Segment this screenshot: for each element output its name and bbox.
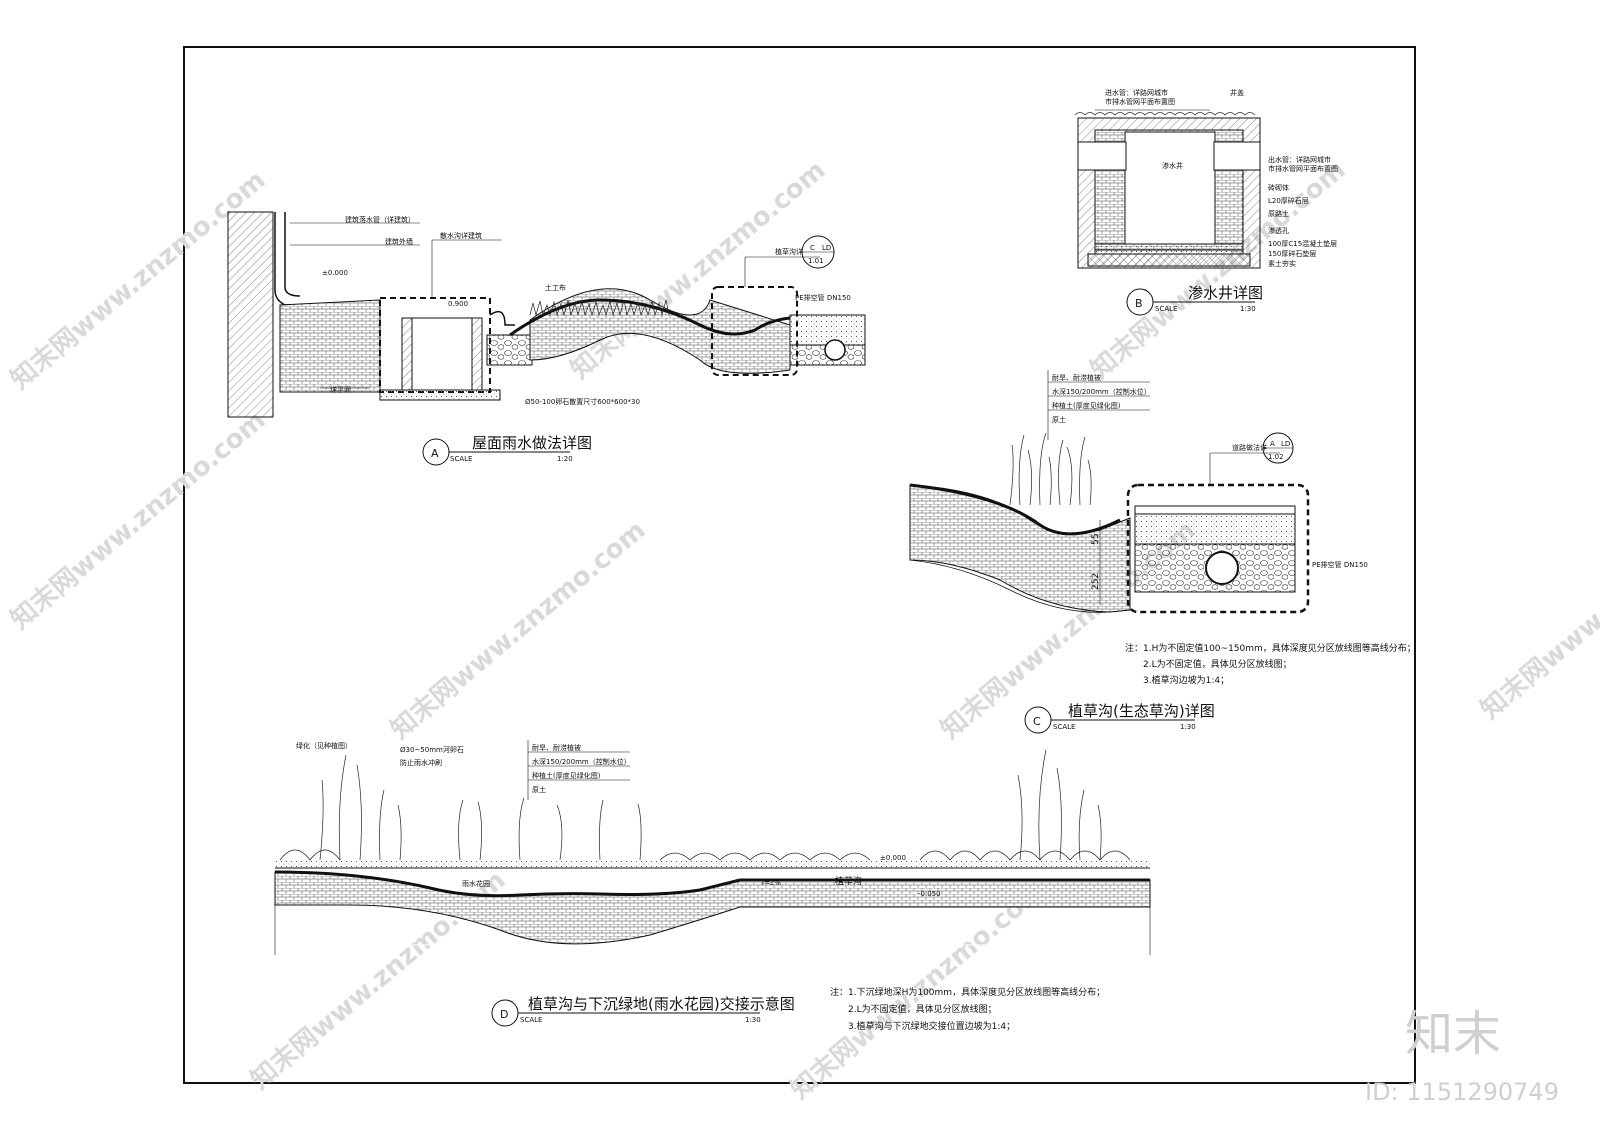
detail-c: 55 252 耐旱、耐涝植被 水深150/200mm（控制水位） 种植土(厚度见… xyxy=(909,370,1416,734)
label-swale-ref: 植草沟详 xyxy=(775,247,803,256)
label-pipe: PE排空管 DN150 xyxy=(1312,560,1368,569)
label-cover: 井盖 xyxy=(1230,88,1244,97)
note-line: 2.L为不固定值，具体见分区放线图； xyxy=(848,1003,997,1015)
label-outlet2: 市排水管网平面布置图 xyxy=(1268,164,1338,173)
label-layer: 砖砌体 xyxy=(1268,183,1289,192)
layer-label: 水深150/200mm（控制水位） xyxy=(1052,387,1151,396)
watermark-text: 知末网www.znzmo.com xyxy=(385,515,651,745)
detail-d-scale: 1:30 xyxy=(745,1016,761,1024)
label-floor: 详平面 xyxy=(330,385,351,394)
dim-55: 55 xyxy=(1091,534,1101,545)
label-elev0: ±0.000 xyxy=(322,269,348,277)
label-road-ref: 道路做法详 xyxy=(1232,443,1267,452)
layer-label: 水深150/200mm（控制水位） xyxy=(532,757,631,766)
label-layer: 150厚碎石垫层 xyxy=(1268,249,1316,258)
label-gutter: 散水沟详建筑 xyxy=(440,231,482,240)
label-swale: 植草沟 xyxy=(835,875,862,887)
layer-label: 种植土(厚度见绿化图) xyxy=(1052,401,1121,410)
detail-d-bubble: D xyxy=(500,1008,508,1021)
ref-tag: LD xyxy=(1281,440,1290,448)
label-layer: L20厚碎石层 xyxy=(1268,196,1309,205)
building-wall xyxy=(227,211,274,418)
label-elev-gutter: 0.900 xyxy=(448,300,468,308)
note-line: 注：1.H为不固定值100~150mm，具体深度见分区放线图等高线分布； xyxy=(1125,642,1416,654)
layer-label: 种植土(厚度见绿化图) xyxy=(532,771,601,780)
watermark-text: 知末网www.znzmo.com xyxy=(5,405,271,635)
detail-c-title: 植草沟(生态草沟)详图 xyxy=(1068,702,1215,720)
label-elev0: ±0.000 xyxy=(880,854,906,862)
detail-b: 渗水井 进水管：详路网城市 市排水管网平面布置图 井盖 出水管：详路网城市 市排… xyxy=(1074,88,1338,316)
label-stone2: 防止雨水冲刷 xyxy=(400,758,442,767)
label-green: 绿化（见种植图） xyxy=(296,741,352,750)
ref-sheet: 1.01 xyxy=(808,257,824,265)
ref-letter: C xyxy=(810,244,815,252)
detail-a-title: 屋面雨水做法详图 xyxy=(472,434,592,452)
detail-a-bubble: A xyxy=(431,447,439,460)
note-line: 3.植草沟与下沉绿地交接位置边坡为1:4； xyxy=(848,1020,1015,1032)
detail-d-title: 植草沟与下沉绿地(雨水花园)交接示意图 xyxy=(528,995,795,1013)
label-layer: 素土夯实 xyxy=(1268,259,1296,268)
dim-252: 252 xyxy=(1091,573,1101,590)
detail-b-scale-word: SCALE xyxy=(1155,305,1177,313)
label-downpipe: 建筑落水管（详建筑） xyxy=(345,215,415,224)
ref-letter: A xyxy=(1270,440,1275,448)
layer-label: 原土 xyxy=(1052,415,1066,424)
label-well: 渗水井 xyxy=(1162,161,1183,170)
layer-label: 原土 xyxy=(532,785,546,794)
detail-a-scale: 1:20 xyxy=(557,455,573,463)
note-line: 3.植草沟边坡为1:4； xyxy=(1143,674,1229,686)
ref-tag: LD xyxy=(822,244,831,252)
label-wall: 建筑外墙 xyxy=(385,237,413,246)
note-line: 2.L为不固定值，具体见分区放线图； xyxy=(1143,658,1292,670)
label-fabric: 土工布 xyxy=(545,283,566,292)
label-gravel: Ø50-100卵石散置尺寸600*600*30 xyxy=(525,397,640,406)
note-line: 注：1.下沉绿地深H为100mm，具体深度见分区放线图等高线分布； xyxy=(830,986,1105,998)
label-inlet: 进水管：详路网城市 xyxy=(1105,88,1168,97)
brand-logo: 知末 xyxy=(1405,1006,1501,1062)
detail-a: 建筑落水管（详建筑） 建筑外墙 散水沟详建筑 ±0.000 0.900 土工布 … xyxy=(227,211,866,466)
detail-b-bubble: B xyxy=(1135,297,1143,310)
detail-d-scale-word: SCALE xyxy=(520,1016,542,1024)
detail-c-bubble: C xyxy=(1033,715,1041,728)
detail-c-scale: 1:30 xyxy=(1180,723,1196,731)
label-inlet2: 市排水管网平面布置图 xyxy=(1105,97,1175,106)
label-layer: 原路土 xyxy=(1268,209,1289,218)
detail-d: 绿化（见种植图） Ø30~50mm河卵石 防止雨水冲刷 耐旱、耐涝植被 水深15… xyxy=(274,740,1151,1032)
detail-c-scale-word: SCALE xyxy=(1053,723,1075,731)
label-garden: 雨水花园 xyxy=(462,879,490,888)
layer-label: 耐旱、耐涝植被 xyxy=(532,743,581,752)
label-pipe: PE排空管 DN150 xyxy=(795,293,851,302)
label-layer: 渗透孔 xyxy=(1268,226,1289,235)
detail-b-scale: 1:30 xyxy=(1240,305,1256,313)
sheet-border xyxy=(183,46,1416,1084)
label-stone: Ø30~50mm河卵石 xyxy=(400,745,464,754)
detail-a-scale-word: SCALE xyxy=(450,455,472,463)
label-layer: 100厚C15混凝土垫层 xyxy=(1268,239,1337,248)
image-id: ID: 1151290749 xyxy=(1365,1078,1559,1106)
label-elev2: -0.050 xyxy=(918,890,941,898)
watermark-text: 知末网www.znzmo.com xyxy=(1475,495,1600,725)
layer-label: 耐旱、耐涝植被 xyxy=(1052,373,1101,382)
label-slope: i=1% xyxy=(762,879,781,887)
detail-b-title: 渗水井详图 xyxy=(1188,284,1263,302)
label-outlet: 出水管：详路网城市 xyxy=(1268,155,1331,164)
ref-sheet: 1.02 xyxy=(1268,453,1284,461)
